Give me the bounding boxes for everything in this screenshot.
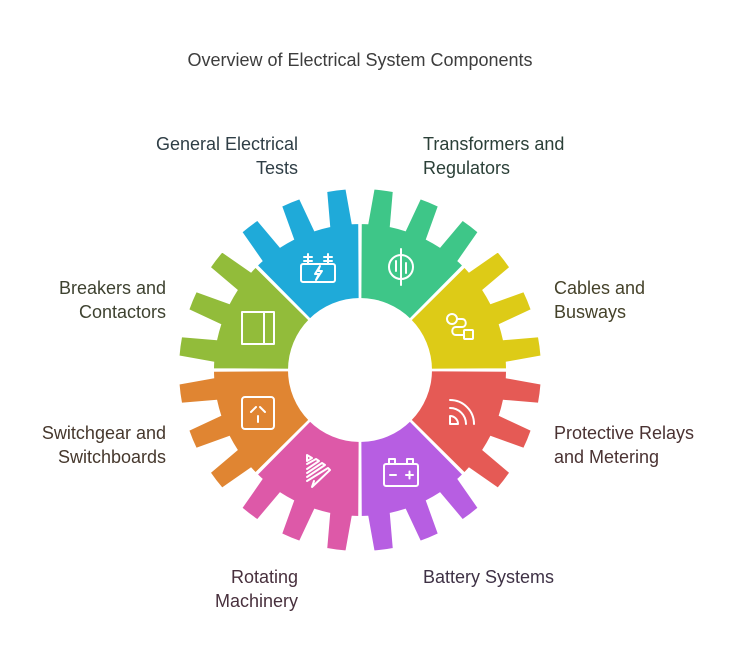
zigzag-triangle-icon xyxy=(306,454,331,488)
label-cables-and-busways: Cables and Busways xyxy=(554,278,646,322)
label-transformers-and-regulators: Transformers and Regulators xyxy=(423,134,565,178)
signal-waves-icon xyxy=(449,399,475,425)
label-general-electrical-tests: General Electrical Tests xyxy=(155,134,298,178)
label-battery-systems: Battery Systems xyxy=(423,567,555,587)
battery-icon xyxy=(383,458,419,487)
outlet-icon xyxy=(241,396,275,430)
gear-hub xyxy=(288,298,432,442)
diagram-title: Overview of Electrical System Components xyxy=(187,50,533,70)
label-switchgear-and-switchboards: Switchgear and Switchboards xyxy=(41,423,166,467)
substation-bolt-icon xyxy=(300,253,336,283)
label-protective-relays-and-metering: Protective Relays and Metering xyxy=(554,423,695,467)
panel-split-icon xyxy=(241,311,275,345)
label-rotating-machinery: Rotating Machinery xyxy=(214,567,298,611)
label-breakers-and-contactors: Breakers and Contactors xyxy=(58,278,166,322)
route-icon xyxy=(446,313,474,340)
phase-circle-icon xyxy=(388,248,414,286)
